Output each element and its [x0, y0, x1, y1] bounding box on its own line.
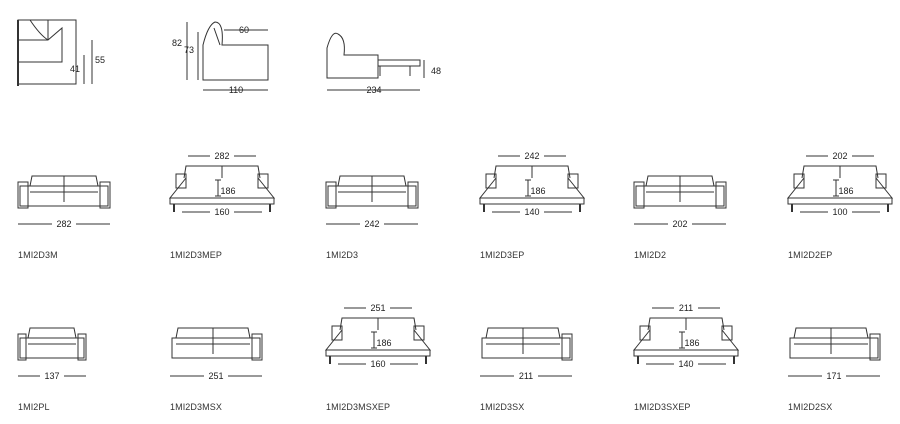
row2-code-label-4: 1MI2D3SXEP — [634, 402, 691, 412]
row1-item-4-dim-width-label: 202 — [672, 219, 687, 229]
row1-item-3-dim-length-label: 186 — [530, 186, 545, 196]
row1-item-0-arm-left — [17, 181, 29, 209]
row1-item-2-dim-width-label: 242 — [364, 219, 379, 229]
row1-code-label-4: 1MI2D2 — [634, 250, 667, 260]
row2-code-label-2: 1MI2D3MSXEP — [326, 402, 391, 412]
row2-code-label-5: 1MI2D2SX — [788, 402, 833, 412]
side-view-outline — [17, 19, 77, 85]
row1-item-1-frame — [169, 197, 275, 205]
row2-item-0-arm-left — [17, 333, 27, 361]
row1-drawings: 282 186 282 160 242 186 242 140 202 186 202 100 — [17, 151, 894, 229]
side-view-drawing: 41 55 — [17, 19, 105, 86]
dim-seat-height: 41 — [70, 64, 80, 74]
dim-total-height: 82 — [172, 38, 182, 48]
row1-item-2-arm-left — [325, 181, 337, 209]
row1-item-5-arm-left — [793, 173, 805, 189]
row2-item-4-dim-mattress-width-label: 140 — [678, 359, 693, 369]
row2-item-0-arm-right — [77, 333, 87, 361]
row1-item-5-dim-length-label: 186 — [838, 186, 853, 196]
row2-item-2-dim-width-label: 251 — [370, 303, 385, 313]
row2-item-2-arm-right — [413, 325, 425, 341]
row2-item-4-dim-length-label: 186 — [684, 338, 699, 348]
row2-item-4-arm-right — [721, 325, 733, 341]
row1-item-3-dim-width-label: 242 — [524, 151, 539, 161]
dim-seat-depth: 60 — [239, 25, 249, 35]
bed-open-sofa-outline — [326, 32, 379, 79]
row1-item-5-arm-right — [875, 173, 887, 189]
side-view-arm — [18, 26, 63, 63]
bed-open-view-drawing: 48 234 — [326, 32, 441, 95]
row1-code-label-1: 1MI2D3MEP — [170, 250, 222, 260]
row1-item-4-sofa: 202 — [633, 175, 727, 229]
row2-item-1-arm-right — [251, 333, 263, 361]
row2-item-4-bed: 186 211 140 — [632, 303, 740, 369]
row2-item-3-dim-width-label: 211 — [519, 371, 533, 381]
row1-item-1-dim-mattress-width-label: 160 — [214, 207, 229, 217]
row2-item-4-arm-left — [639, 325, 651, 341]
row2-item-4-dim-width-label: 211 — [679, 303, 693, 313]
row1-item-1-dim-length-label: 186 — [220, 186, 235, 196]
row2-code-label-0: 1MI2PL — [18, 402, 50, 412]
row1-item-5-bed: 186 202 100 — [786, 151, 894, 217]
row1-item-5-dim-mattress-width-label: 100 — [832, 207, 847, 217]
dim-depth: 110 — [229, 85, 243, 95]
side-view-cushion — [29, 19, 49, 41]
row2-item-1-dim-width-label: 251 — [208, 371, 223, 381]
row1-item-3-dim-mattress-width-label: 140 — [524, 207, 539, 217]
row2-item-5-body — [789, 337, 879, 359]
row1-item-3-frame — [479, 197, 585, 205]
row1-item-3-arm-right — [567, 173, 579, 189]
row2-item-0-dim-width-label: 137 — [44, 371, 59, 381]
row2-item-2-bed: 186 251 160 — [324, 303, 432, 369]
row1-item-3-bed: 186 242 140 — [478, 151, 586, 217]
row1-item-5-frame — [787, 197, 893, 205]
row1-item-0-dim-width-label: 282 — [56, 219, 71, 229]
row2-item-2-frame — [325, 349, 431, 357]
dim-arm-height: 55 — [95, 55, 105, 65]
row2-item-5-sofa: 171 — [788, 327, 881, 381]
row1-item-2-arm-right — [407, 181, 419, 209]
row1-code-label-2: 1MI2D3 — [326, 250, 359, 260]
row2-code-label-3: 1MI2D3SX — [480, 402, 525, 412]
row1-item-0-sofa: 282 — [17, 175, 111, 229]
row1-item-4-arm-right — [715, 181, 727, 209]
row1-item-1-arm-left — [175, 173, 187, 189]
row1-item-1-bed: 186 282 160 — [168, 151, 276, 217]
row1-code-label-0: 1MI2D3M — [18, 250, 58, 260]
row2-item-1-body — [171, 337, 261, 359]
dim-back-height: 73 — [184, 45, 194, 55]
row2-item-5-arm-right — [869, 333, 881, 361]
row1-item-1-dim-width-label: 282 — [214, 151, 229, 161]
bed-open-frame — [378, 59, 421, 67]
row2-item-5-dim-width-label: 171 — [826, 371, 841, 381]
row2-item-0-back — [27, 327, 77, 339]
row2-item-1-sofa: 251 — [170, 327, 263, 381]
row2-item-4-frame — [633, 349, 739, 357]
row2-item-2-arm-left — [331, 325, 343, 341]
row2-item-2-dim-mattress-width-label: 160 — [370, 359, 385, 369]
row1-item-2-sofa: 242 — [325, 175, 419, 229]
section-view-cushion-line — [213, 27, 221, 46]
row1-item-1-arm-right — [257, 173, 269, 189]
row2-item-3-arm-right — [561, 333, 573, 361]
row1-code-label-3: 1MI2D3EP — [480, 250, 525, 260]
section-view-outline — [202, 21, 269, 81]
row1-item-4-arm-left — [633, 181, 645, 209]
row2-code-label-1: 1MI2D3MSX — [170, 402, 222, 412]
dim-open-depth: 234 — [366, 85, 381, 95]
row2-item-3-sofa: 211 — [480, 327, 573, 381]
row1-item-0-arm-right — [99, 181, 111, 209]
row2-item-2-dim-length-label: 186 — [376, 338, 391, 348]
row2-item-3-body — [481, 337, 571, 359]
row1-item-5-dim-width-label: 202 — [832, 151, 847, 161]
row2-drawings: 137 251 186 251 160 211 186 211 140 171 — [17, 303, 881, 381]
row1-item-3-arm-left — [485, 173, 497, 189]
row2-item-0-sofa: 137 — [17, 327, 87, 381]
row1-code-label-5: 1MI2D2EP — [788, 250, 833, 260]
row2-item-0-body — [19, 337, 85, 359]
section-view-drawing: 82 73 60 110 — [172, 21, 269, 95]
dim-bed-height: 48 — [431, 66, 441, 76]
